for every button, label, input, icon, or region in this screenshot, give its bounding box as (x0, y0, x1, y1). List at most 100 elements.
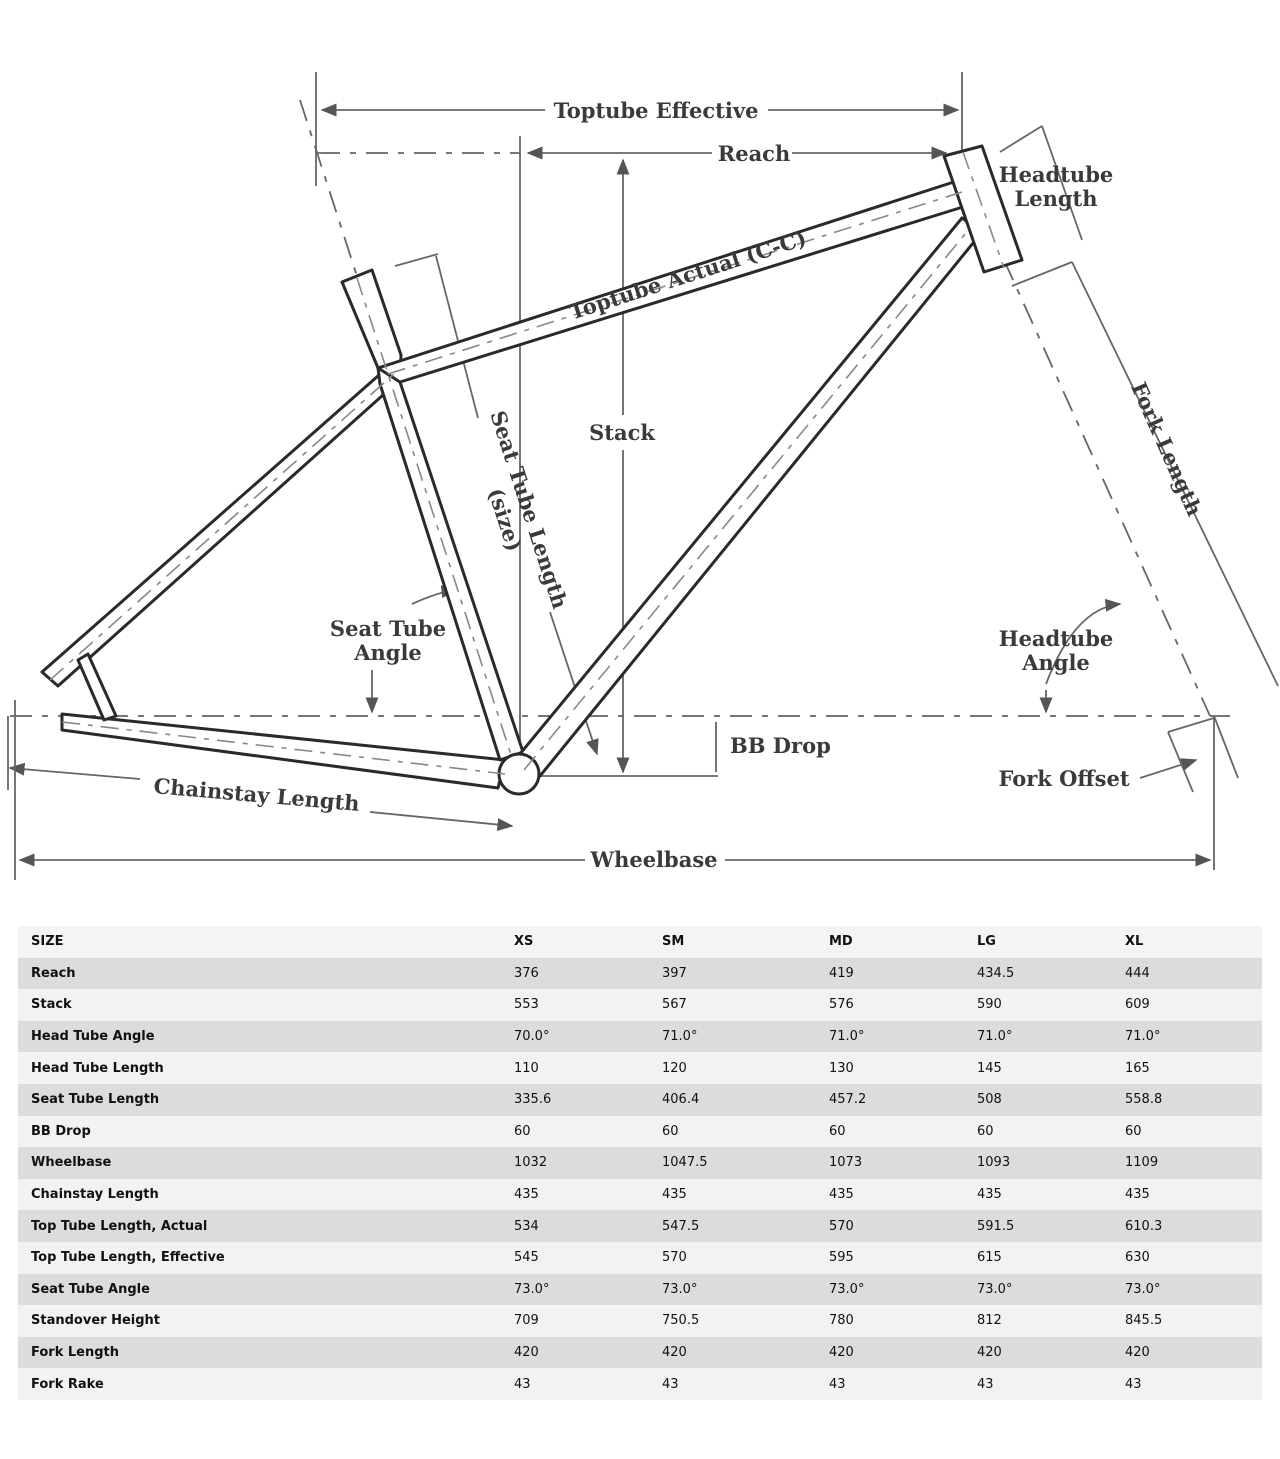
header-sm: SM (662, 934, 685, 950)
table-cell: 553 (514, 997, 539, 1013)
table-cell: 71.0° (977, 1029, 1013, 1045)
row-label: Stack (31, 997, 72, 1013)
table-cell: 73.0° (829, 1281, 865, 1297)
table-cell: 780 (829, 1313, 854, 1329)
table-cell: 419 (829, 965, 854, 981)
table-cell: 547.5 (662, 1218, 700, 1234)
row-label: Fork Length (31, 1345, 119, 1361)
table-cell: 615 (977, 1250, 1002, 1266)
table-cell: 70.0° (514, 1029, 550, 1045)
label-chainstay-length: Chainstay Length (153, 773, 361, 816)
table-cell: 709 (514, 1313, 539, 1329)
geometry-table: SIZE XS SM MD LG XL Reach 376 397 419 43… (18, 926, 1262, 1400)
table-cell: 43 (662, 1376, 679, 1392)
header-size: SIZE (31, 934, 64, 950)
table-cell: 435 (1125, 1187, 1150, 1203)
table-cell: 73.0° (662, 1281, 698, 1297)
table-cell: 630 (1125, 1250, 1150, 1266)
row-label: Seat Tube Length (31, 1092, 160, 1108)
header-md: MD (829, 934, 853, 950)
table-cell: 71.0° (829, 1029, 865, 1045)
table-cell: 590 (977, 997, 1002, 1013)
table-cell: 558.8 (1125, 1092, 1163, 1108)
table-row: Fork Length 420 420 420 420 420 (18, 1336, 1262, 1369)
table-header-row: SIZE XS SM MD LG XL (18, 926, 1262, 958)
table-cell: 570 (662, 1250, 687, 1266)
table-cell: 43 (1125, 1376, 1142, 1392)
table-cell: 60 (1125, 1123, 1142, 1139)
table-cell: 73.0° (977, 1281, 1013, 1297)
table-cell: 165 (1125, 1060, 1150, 1076)
table-cell: 43 (829, 1376, 846, 1392)
row-label: Fork Rake (31, 1376, 104, 1392)
table-cell: 145 (977, 1060, 1002, 1076)
dropout-brace (76, 652, 118, 722)
table-cell: 420 (514, 1345, 539, 1361)
label-reach: Reach (718, 141, 790, 166)
table-cell: 60 (662, 1123, 679, 1139)
table-cell: 1047.5 (662, 1155, 708, 1171)
table-cell: 1109 (1125, 1155, 1159, 1171)
table-cell: 457.2 (829, 1092, 867, 1108)
table-row: Seat Tube Angle 73.0° 73.0° 73.0° 73.0° … (18, 1273, 1262, 1306)
table-cell: 591.5 (977, 1218, 1015, 1234)
label-toptube-effective: Toptube Effective (554, 98, 759, 123)
label-fork-length: Fork Length (1126, 378, 1207, 519)
table-cell: 435 (514, 1187, 539, 1203)
table-row: Top Tube Length, Actual 534 547.5 570 59… (18, 1210, 1262, 1242)
table-cell: 420 (1125, 1345, 1150, 1361)
label-stack: Stack (589, 420, 655, 445)
table-cell: 750.5 (662, 1313, 700, 1329)
table-cell: 420 (829, 1345, 854, 1361)
table-cell: 435 (662, 1187, 687, 1203)
label-seat-tube-angle-line1: Seat Tube (330, 616, 446, 641)
row-label: Chainstay Length (31, 1187, 159, 1203)
table-cell: 406.4 (662, 1092, 700, 1108)
table-cell: 1032 (514, 1155, 548, 1171)
table-row: Reach 376 397 419 434.5 444 (18, 957, 1262, 990)
table-cell: 845.5 (1125, 1313, 1163, 1329)
label-bb-drop: BB Drop (730, 733, 831, 758)
table-cell: 43 (977, 1376, 994, 1392)
table-cell: 73.0° (1125, 1281, 1161, 1297)
table-cell: 545 (514, 1250, 539, 1266)
table-cell: 610.3 (1125, 1218, 1163, 1234)
table-cell: 73.0° (514, 1281, 550, 1297)
table-row: BB Drop 60 60 60 60 60 (18, 1115, 1262, 1148)
table-cell: 110 (514, 1060, 539, 1076)
table-row: Stack 553 567 576 590 609 (18, 989, 1262, 1021)
table-row: Chainstay Length 435 435 435 435 435 (18, 1178, 1262, 1211)
table-row: Wheelbase 1032 1047.5 1073 1093 1109 (18, 1147, 1262, 1179)
row-label: Standover Height (31, 1313, 160, 1329)
table-cell: 376 (514, 965, 539, 981)
table-cell: 60 (514, 1123, 531, 1139)
row-label: Head Tube Angle (31, 1029, 155, 1045)
table-cell: 570 (829, 1218, 854, 1234)
table-cell: 120 (662, 1060, 687, 1076)
table-cell: 335.6 (514, 1092, 552, 1108)
frame-geometry-diagram: Toptube Effective Reach Headtube Length … (7, 72, 1279, 880)
table-cell: 1073 (829, 1155, 863, 1171)
table-cell: 71.0° (1125, 1029, 1161, 1045)
table-cell: 576 (829, 997, 854, 1013)
head-tube (942, 144, 1024, 274)
bike-frame (40, 144, 1024, 796)
table-cell: 71.0° (662, 1029, 698, 1045)
label-headtube-angle-line1: Headtube (999, 626, 1114, 651)
label-seat-tube-angle-line2: Angle (353, 640, 422, 665)
header-lg: LG (977, 934, 996, 950)
table-cell: 508 (977, 1092, 1002, 1108)
table-cell: 812 (977, 1313, 1002, 1329)
tube-centerlines (49, 151, 1005, 775)
label-headtube-angle-line2: Angle (1021, 650, 1090, 675)
table-cell: 420 (662, 1345, 687, 1361)
row-label: Seat Tube Angle (31, 1281, 150, 1297)
table-row: Standover Height 709 750.5 780 812 845.5 (18, 1305, 1262, 1337)
table-cell: 567 (662, 997, 687, 1013)
table-cell: 60 (829, 1123, 846, 1139)
table-cell: 435 (829, 1187, 854, 1203)
table-cell: 43 (514, 1376, 531, 1392)
table-cell: 420 (977, 1345, 1002, 1361)
row-label: Reach (31, 965, 76, 981)
table-row: Head Tube Length 110 120 130 145 165 (18, 1052, 1262, 1084)
